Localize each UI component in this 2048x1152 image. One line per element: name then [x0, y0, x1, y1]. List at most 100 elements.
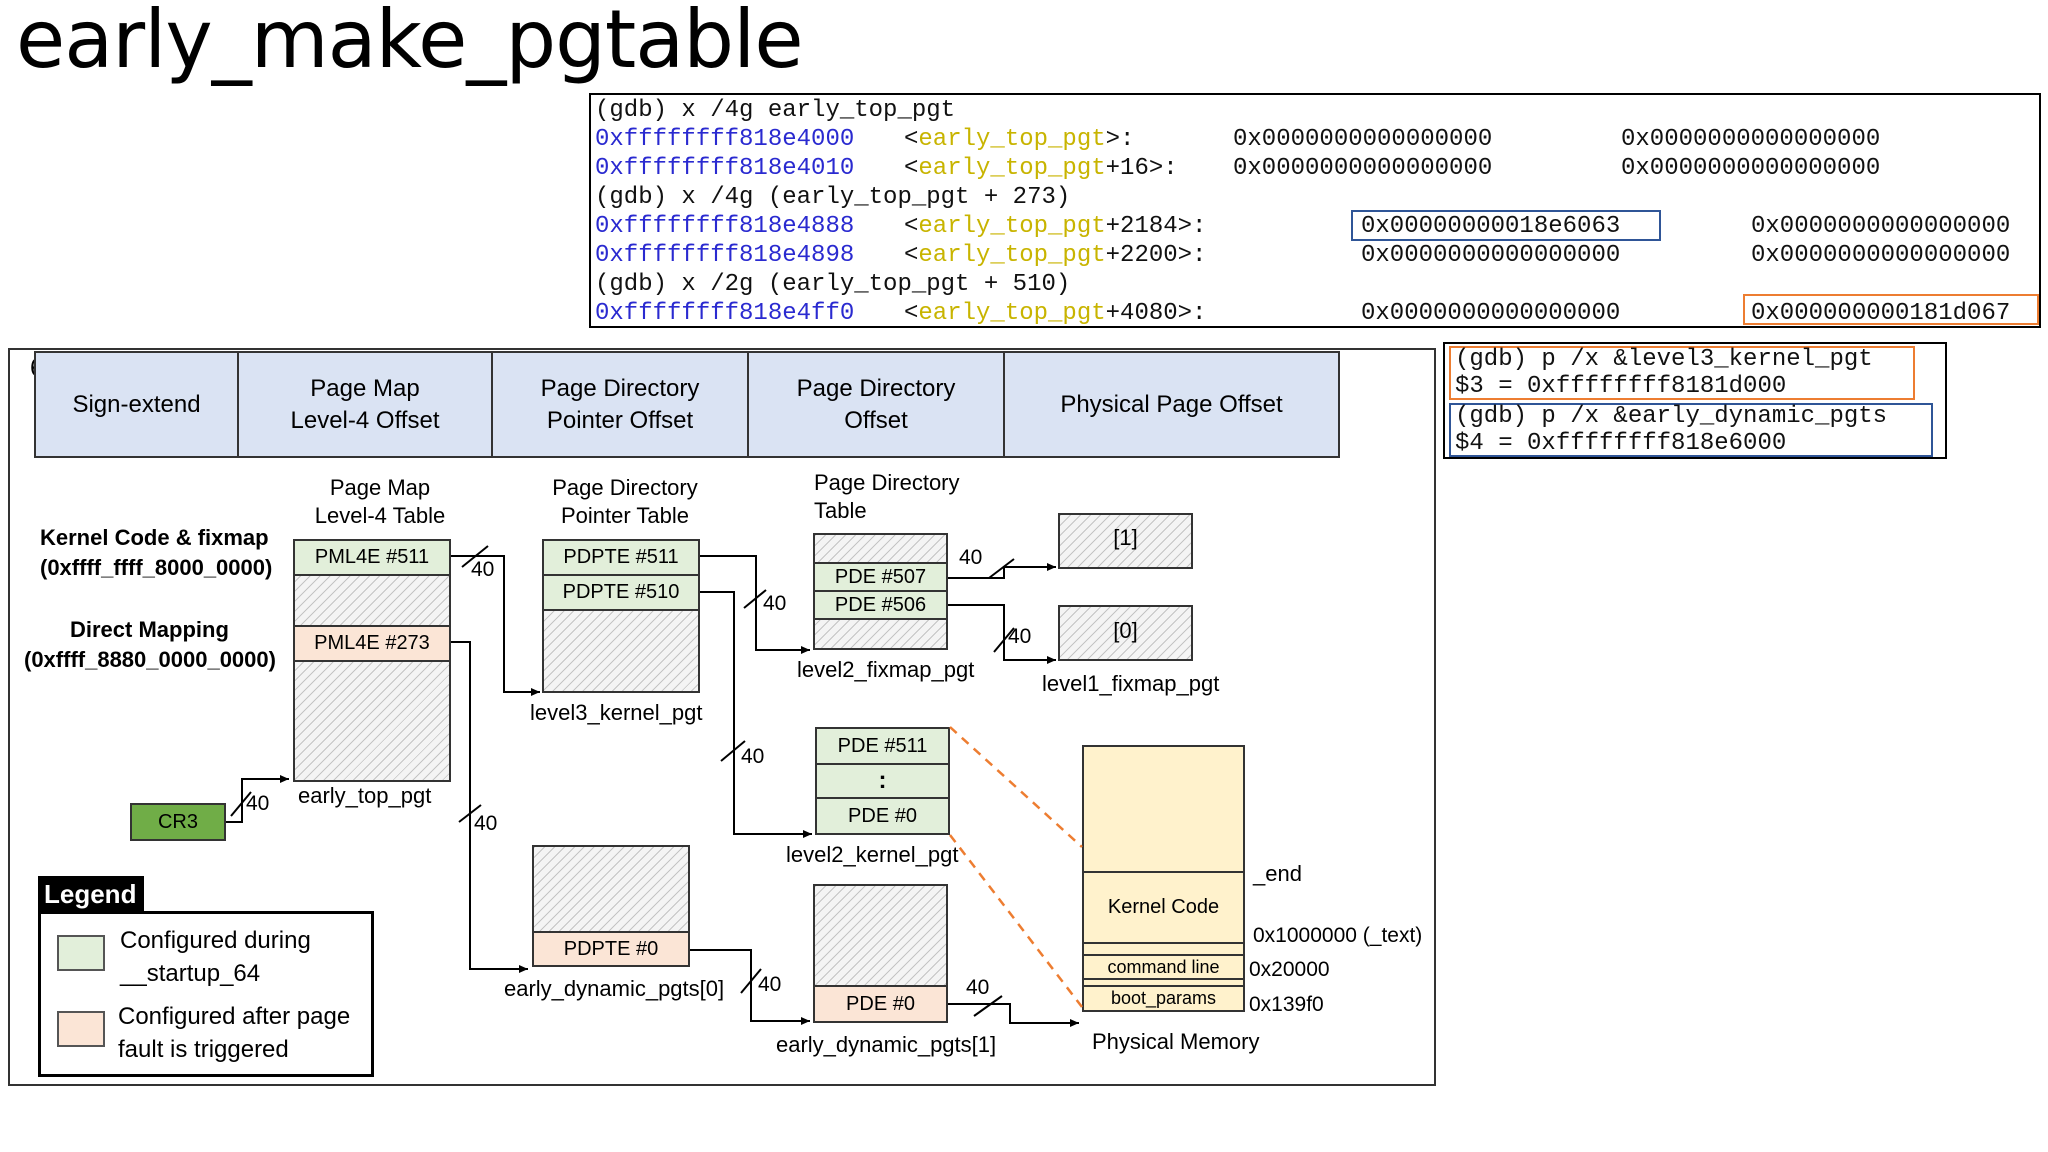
legend-box: [38, 911, 374, 1077]
gdb-value: 0x0000000000000000: [1233, 155, 1493, 182]
pd-table-header: Page Directory Table: [814, 470, 960, 523]
legend-green-swatch: [57, 935, 105, 971]
level2-kernel-pgt-label: level2_kernel_pgt: [786, 842, 959, 867]
cr3-register: CR3: [130, 803, 226, 841]
gdb-symbol-lookup: (gdb) p /x &level3_kernel_pgt $3 = 0xfff…: [1443, 342, 1947, 459]
level3-kernel-pgt-label: level3_kernel_pgt: [530, 700, 703, 725]
gdb-symbol: <early_top_pgt+2184>:: [904, 213, 1207, 240]
pml4e-273-value-highlight: [1351, 210, 1661, 241]
gdb-symbol-name: early_top_pgt: [918, 213, 1106, 240]
gdb-symbol-suffix: +2184>:: [1105, 213, 1207, 240]
kernel-region-addr: (0xffff_ffff_8000_0000): [40, 555, 273, 580]
gdb-symbol-suffix: +2200>:: [1105, 242, 1207, 269]
direct-region-title: Direct Mapping: [70, 617, 229, 642]
gdb-value: 0x000000000181d067: [1751, 300, 2011, 327]
pdpte-511: PDPTE #511: [542, 539, 700, 576]
gdb-symbol: <early_top_pgt+4080>:: [904, 300, 1207, 327]
gdb-command: (gdb) x /4g early_top_pgt: [595, 97, 956, 124]
early-top-pgt-label: early_top_pgt: [298, 783, 432, 808]
end-symbol-label: _end: [1253, 861, 1302, 886]
gdb-address: 0xffffffff818e4ff0: [595, 300, 855, 327]
pdpte-510: PDPTE #510: [542, 574, 700, 611]
gdb-command: (gdb) x /2g (early_top_pgt + 510): [595, 271, 1071, 298]
cr3-to-pml4-arrow: [226, 775, 289, 823]
boot-params-block: boot_params: [1082, 985, 1245, 1012]
legend-title: Legend: [38, 876, 144, 912]
bus-width-pml4e273: 40: [474, 812, 498, 835]
level1-fixmap-pgt-label: level1_fixmap_pgt: [1042, 671, 1220, 696]
bus-width-pdpte511: 40: [763, 592, 787, 615]
pde0-to-physmem-arrow: [948, 1003, 1079, 1027]
physical-memory-top: [1082, 745, 1245, 873]
bus-slashes: [230, 545, 1015, 1017]
level1-fixmap-entry-1-text: [1]: [1113, 525, 1138, 550]
field-sign-extend: Sign-extend: [34, 351, 239, 458]
slide-title: early_make_pgtable: [16, 0, 804, 86]
gdb-symbol-name: early_top_pgt: [918, 242, 1106, 269]
gdb-symbol: <early_top_pgt+2200>:: [904, 242, 1207, 269]
legend-green-label: Configured during __startup_64: [120, 927, 311, 987]
pdpte0-to-dyn1-arrow: [690, 949, 810, 1025]
kernel-region-title: Kernel Code & fixmap: [40, 525, 269, 550]
bus-width-pml4e511: 40: [471, 558, 495, 581]
gdb-symbol-suffix: >:: [1105, 126, 1135, 153]
pml4-table-header: Page Map Level-4 Table: [314, 475, 446, 528]
early-dynamic-pgts-highlight: [1449, 403, 1933, 457]
level2-fixmap-pgt-label: level2_fixmap_pgt: [797, 657, 975, 682]
gdb-value: 0x0000000000000000: [1751, 213, 2011, 240]
early-dynamic-pgts0-label: early_dynamic_pgts[0]: [504, 976, 725, 1001]
pml4e-511: PML4E #511: [293, 539, 451, 576]
pdpte510-to-kernel-pgt-arrow: [700, 591, 812, 838]
gdb-symbol-name: early_top_pgt: [918, 126, 1106, 153]
pdpte511-to-fixmap-arrow: [700, 555, 810, 654]
legend-peach-swatch: [57, 1011, 105, 1047]
field-pd-offset: Page Directory Offset: [747, 351, 1005, 458]
legend-peach-label: Configured after page fault is triggered: [118, 1003, 351, 1063]
bus-width-cr3: 40: [246, 792, 270, 815]
gdb-address: 0xffffffff818e4898: [595, 242, 855, 269]
gdb-value: 0x0000000000000000: [1361, 300, 1621, 327]
gdb-res-level3: $3 = 0xffffffff8181d000: [1455, 373, 1787, 400]
bus-width-pdpte0: 40: [758, 973, 782, 996]
pde-0-kernel: PDE #0: [815, 797, 950, 835]
gdb-symbol: <early_top_pgt>:: [904, 126, 1135, 153]
gdb-cmd-dynamic: (gdb) p /x &early_dynamic_pgts: [1455, 403, 1888, 430]
boot-params-address: 0x139f0: [1249, 993, 1324, 1016]
orange-dashed-mapping: [949, 726, 1083, 1008]
gdb-symbol-name: early_top_pgt: [918, 155, 1106, 182]
pdpt-table-header: Page Directory Pointer Table: [552, 475, 698, 528]
gdb-value: 0x0000000000000000: [1621, 126, 1881, 153]
pml4e511-to-pdpt-arrow: [451, 555, 540, 696]
pde-506: PDE #506: [813, 590, 948, 620]
bus-width-pdpte510: 40: [741, 745, 765, 768]
text-address-label: 0x1000000 (_text): [1253, 924, 1423, 947]
gdb-value: 0x0000000000000000: [1233, 126, 1493, 153]
gdb-command: (gdb) x /4g (early_top_pgt + 273): [595, 184, 1071, 211]
level1-fixmap-entry-0: [1058, 605, 1193, 661]
command-line-address: 0x20000: [1249, 958, 1330, 981]
gdb-res-dynamic: $4 = 0xffffffff818e6000: [1455, 430, 1787, 457]
bus-width-pde0: 40: [966, 976, 990, 999]
pde-507: PDE #507: [813, 562, 948, 592]
arrow-lines: [226, 555, 1079, 1027]
physical-memory-title: Physical Memory: [1092, 1029, 1260, 1054]
pml4e-273: PML4E #273: [293, 625, 451, 662]
gdb-value: 0x0000000000000000: [1751, 242, 2011, 269]
level1-fixmap-entry-1: [1058, 513, 1193, 569]
paging-diagram-frame: [8, 348, 1436, 1086]
gdb-address: 0xffffffff818e4888: [595, 213, 855, 240]
kernel-code-block: Kernel Code: [1082, 871, 1245, 944]
gdb-address: 0xffffffff818e4000: [595, 126, 855, 153]
bus-width-pde507: 40: [959, 546, 983, 569]
gdb-cmd-level3: (gdb) p /x &level3_kernel_pgt: [1455, 346, 1873, 373]
gdb-symbol-suffix: +4080>:: [1105, 300, 1207, 327]
gdb-symbol: <early_top_pgt+16>:: [904, 155, 1178, 182]
gdb-symbol-suffix: +16>:: [1105, 155, 1178, 182]
field-pdpt-offset: Page Directory Pointer Offset: [491, 351, 749, 458]
direct-region-addr: (0xffff_8880_0000_0000): [24, 647, 276, 672]
pde-0-dynamic: PDE #0: [813, 985, 948, 1023]
gdb-value: 0x00000000018e6063: [1361, 213, 1621, 240]
gdb-value: 0x0000000000000000: [1621, 155, 1881, 182]
